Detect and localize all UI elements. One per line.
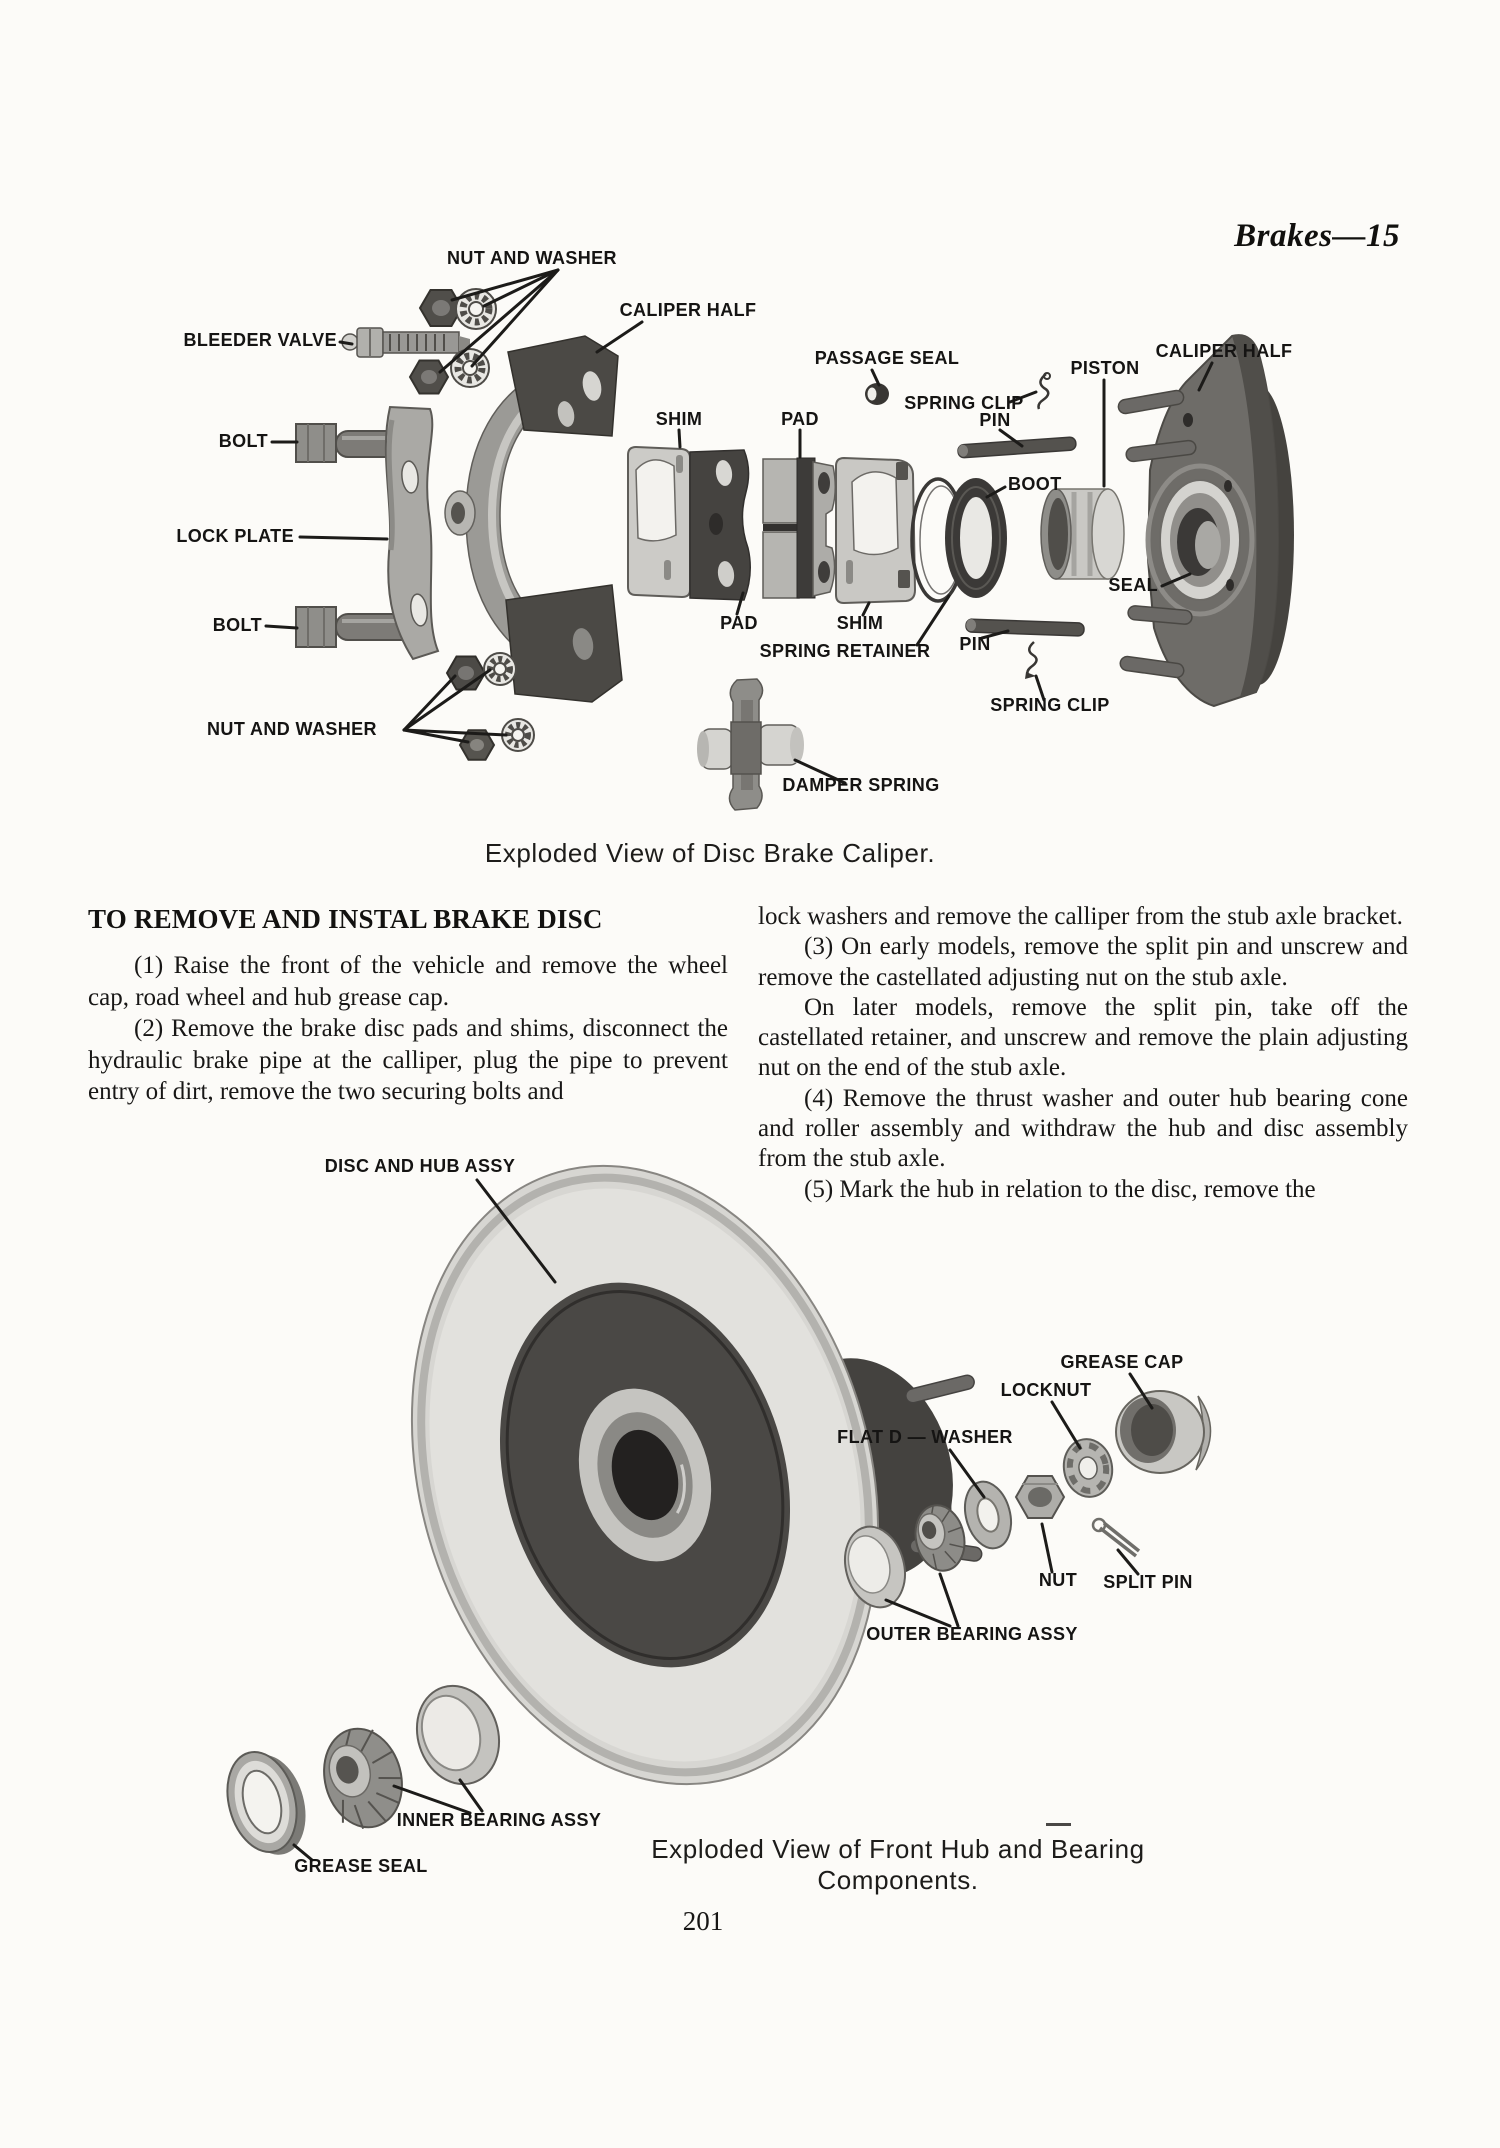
label-inner-bearing-assy: INNER BEARING ASSY	[397, 1810, 602, 1830]
label-disc-and-hub-assy: DISC AND HUB ASSY	[325, 1156, 515, 1176]
inner-bearing-cone-part	[323, 1727, 403, 1830]
piston-part	[1040, 488, 1125, 580]
paragraph: (3) On early models, remove the split pi…	[758, 933, 1408, 991]
label-lock-plate: LOCK PLATE	[176, 526, 294, 546]
label-bolt-bottom: BOLT	[213, 615, 262, 635]
pin-bottom-part	[965, 618, 1085, 637]
paragraph: (1) Raise the front of the vehicle and r…	[88, 952, 728, 1011]
label-shim-bottom: SHIM	[837, 613, 884, 633]
label-locknut: LOCKNUT	[1001, 1380, 1092, 1400]
label-passage-seal: PASSAGE SEAL	[815, 348, 960, 368]
shim-center-part	[835, 456, 917, 605]
split-pin-part	[1091, 1517, 1141, 1558]
label-caliper-half-right: CALIPER HALF	[1156, 341, 1293, 361]
label-grease-cap: GREASE CAP	[1060, 1352, 1183, 1372]
label-pad-top: PAD	[781, 409, 819, 429]
section-heading: TO REMOVE AND INSTAL BRAKE DISC	[88, 904, 603, 934]
locknut-part	[1062, 1438, 1114, 1498]
label-seal: SEAL	[1108, 575, 1158, 595]
fig2-caption-line1: Exploded View of Front Hub and Bearing	[651, 1834, 1145, 1864]
nut-and-washer-top-parts	[408, 288, 497, 395]
grease-cap-part	[1115, 1390, 1212, 1474]
label-piston: PISTON	[1070, 358, 1139, 378]
print-artifact	[1046, 1823, 1071, 1826]
flat-d-washer-part	[963, 1480, 1013, 1550]
shim-left-part	[627, 445, 691, 599]
inner-bearing-cup-part	[415, 1684, 501, 1786]
paragraph: On later models, remove the split pin, t…	[758, 993, 1408, 1082]
fig2-caption-line2: Components.	[817, 1865, 979, 1895]
left-column: (1) Raise the front of the vehicle and r…	[88, 950, 728, 1108]
fig2-leader-lines	[292, 1178, 1154, 1862]
spring-clip-top-part	[1037, 372, 1051, 410]
disc-and-hub-part	[410, 1164, 880, 1786]
label-boot: BOOT	[1008, 474, 1062, 494]
running-head: Brakes—15	[1234, 218, 1400, 254]
grease-seal-part	[226, 1751, 306, 1855]
label-outer-bearing-assy: OUTER BEARING ASSY	[866, 1624, 1078, 1644]
page-number: 201	[682, 1906, 724, 1936]
caliper-half-right-part	[1117, 334, 1294, 708]
label-nut: NUT	[1039, 1570, 1077, 1590]
boot-part	[945, 478, 1007, 598]
label-grease-seal: GREASE SEAL	[294, 1856, 427, 1876]
label-spring-retainer: SPRING RETAINER	[760, 641, 931, 661]
pad-left-part	[689, 449, 751, 601]
label-bleeder-valve: BLEEDER VALVE	[183, 330, 337, 350]
fig2-front-hub-bearing-diagram: DISC AND HUB ASSY GREASE CAP LOCKNUT FLA…	[226, 1156, 1212, 1876]
label-spring-clip-top: SPRING CLIP	[904, 393, 1023, 413]
label-caliper-half-left: CALIPER HALF	[620, 300, 757, 320]
bleeder-valve-part	[341, 327, 470, 358]
label-nut-and-washer-top: NUT AND WASHER	[447, 248, 617, 268]
fig1-disc-brake-caliper-diagram: NUT AND WASHER CALIPER HALF BLEEDER VALV…	[176, 248, 1294, 811]
fig1-leader-lines	[264, 268, 1214, 785]
fig2-caption: Exploded View of Front Hub and Bearing C…	[598, 1834, 1198, 1896]
pin-top-part	[957, 436, 1077, 459]
outer-bearing-cone-part	[914, 1504, 966, 1572]
label-nut-and-washer-bottom: NUT AND WASHER	[207, 719, 377, 739]
right-column: lock washers and remove the calliper fro…	[758, 902, 1408, 1205]
damper-spring-part	[697, 678, 804, 811]
paragraph: lock washers and remove the calliper fro…	[758, 903, 1403, 930]
label-pin-bottom: PIN	[959, 634, 990, 654]
label-pin-top: PIN	[979, 410, 1010, 430]
paragraph: (2) Remove the brake disc pads and shims…	[88, 1015, 728, 1105]
label-bolt-top: BOLT	[219, 431, 268, 451]
paragraph: (5) Mark the hub in relation to the disc…	[804, 1175, 1316, 1203]
caliper-half-left-part	[444, 335, 623, 703]
paragraph: (4) Remove the thrust washer and outer h…	[758, 1084, 1408, 1173]
outer-bearing-cup-part	[844, 1525, 906, 1609]
nut-part	[1014, 1475, 1066, 1519]
lock-plate-part	[384, 405, 440, 661]
pad-center-part	[762, 457, 836, 599]
label-pad-bottom: PAD	[720, 613, 758, 633]
label-flat-d-washer: FLAT D — WASHER	[837, 1427, 1013, 1447]
label-split-pin: SPLIT PIN	[1103, 1572, 1193, 1592]
label-spring-clip-bottom: SPRING CLIP	[990, 695, 1109, 715]
label-damper-spring: DAMPER SPRING	[782, 775, 939, 795]
fig1-caption: Exploded View of Disc Brake Caliper.	[484, 838, 936, 868]
spring-clip-bottom-part	[1025, 641, 1038, 679]
label-shim-top: SHIM	[656, 409, 703, 429]
passage-seal-part	[865, 383, 889, 405]
